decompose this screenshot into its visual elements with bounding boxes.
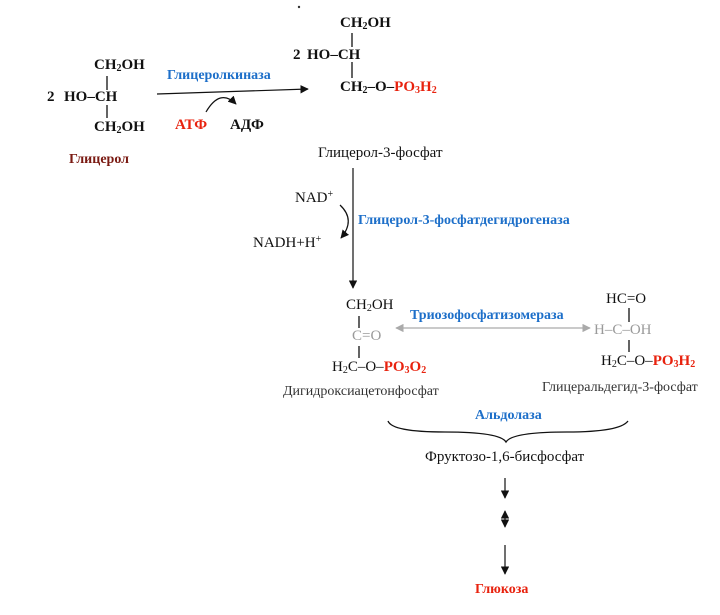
atp-adp-curve [205,95,237,113]
glycerol-kinase-label: Глицеролкиназа [167,68,271,83]
nadh-label: NADH+H+ [253,234,322,251]
dhap-h2c-o-po3o2: H2C–O–PO3O2 [332,359,427,376]
gap-name: Глицеральдегид-3-фосфат [542,380,698,395]
gap-hco: HC=O [606,291,647,307]
glycerol-name: Глицерол [69,152,129,167]
aldolase-brace [387,420,629,444]
dhap-co: C=O [352,328,382,344]
dhap-name: Дигидроксиацетонфосфат [283,384,439,399]
isomerase-label: Триозофосфатизомераза [410,308,564,323]
glycerol-hoch: HO–CH [64,89,118,105]
glucose-name: Глюкоза [475,582,529,597]
gap-h2c-o-po3h2: H2C–O–PO3H2 [601,353,696,370]
kinase-arrow [156,85,309,95]
g3p-ch2-o-po3h2: CH2–O–PO3H2 [340,79,437,96]
atp-label: АТФ [175,117,208,133]
nad-curve [339,204,350,239]
glycerol-ch2oh-bottom: CH2OH [94,119,145,136]
gap-hcoh: H–C–OH [594,322,652,338]
nad-label: NAD+ [295,189,334,206]
g3p-dehydrogenase-label: Глицерол-3-фосфатдегидрогеназа [358,213,570,228]
speck [297,5,301,9]
glycerol-coef: 2 [47,89,55,105]
glycerol-ch2oh-top: CH2OH [94,57,145,74]
fbp-name: Фруктозо-1,6-бисфосфат [425,449,585,465]
g3p-ch2oh-top: CH2OH [340,15,391,32]
g3p-hoch: HO–CH [307,47,361,63]
adp-label: АДФ [230,117,264,133]
g3p-name: Глицерол-3-фосфат [318,145,443,161]
g3p-coef: 2 [293,47,301,63]
aldolase-label: Альдолаза [475,408,542,423]
dhap-ch2oh-top: CH2OH [346,297,394,314]
